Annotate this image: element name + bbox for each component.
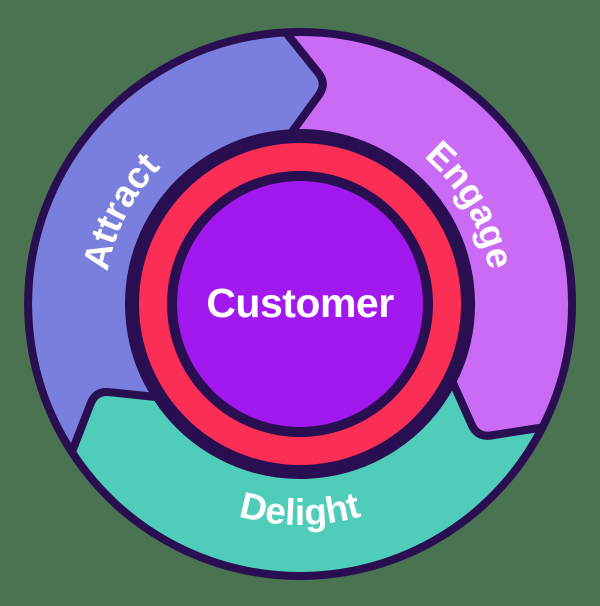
segment-label-delight: Delight — [236, 484, 364, 533]
flywheel-segments — [24, 28, 576, 581]
hub-circle — [177, 181, 423, 427]
segment-engage — [281, 28, 576, 440]
center-label: Customer — [206, 280, 394, 326]
